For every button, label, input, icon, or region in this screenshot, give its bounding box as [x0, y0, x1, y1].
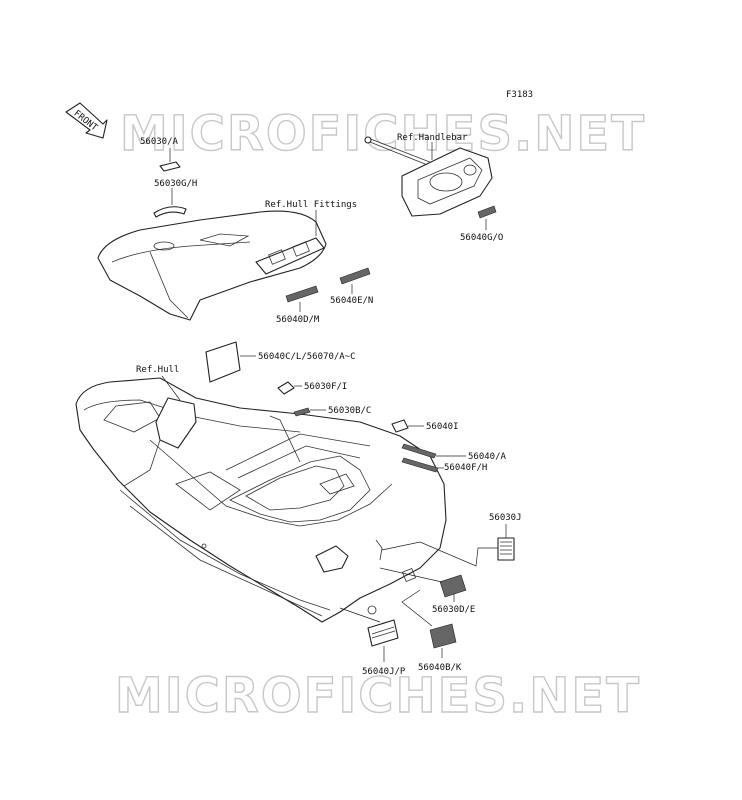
figure-code: F3183 — [506, 90, 533, 100]
hull-body-icon — [75, 377, 447, 623]
part-label-56030b-c: 56030B/C — [328, 406, 371, 416]
part-label-56030j: 56030J — [489, 513, 522, 523]
part-label-56040j-p: 56040J/P — [362, 667, 406, 677]
emblem-56030g-h-icon — [153, 206, 187, 218]
part-label-56030f-i: 56030F/I — [304, 382, 347, 392]
part-label-56040e-n: 56040E/N — [330, 296, 373, 306]
part-label-56040g-o: 56040G/O — [460, 233, 503, 243]
ref-hull-fittings-label: Ref.Hull Fittings — [265, 200, 357, 210]
part-label-56040d-m: 56040D/M — [276, 315, 320, 325]
part-label-56040-a: 56040/A — [468, 452, 507, 462]
part-label-56030-a: 56030/A — [140, 137, 179, 147]
decal-56040-a-icon — [401, 443, 437, 459]
handlebar-cover-icon — [364, 136, 497, 219]
decal-56030b-c-icon — [293, 407, 311, 417]
watermark-top: MICROFICHES.NET — [120, 106, 646, 162]
part-label-56030d-e: 56030D/E — [432, 605, 475, 615]
part-label-56040b-k: 56040B/K — [418, 663, 462, 673]
decal-56040f-h-icon — [401, 457, 439, 473]
seat-assembly-icon — [97, 210, 371, 321]
front-arrow-icon: FRONT — [65, 102, 108, 139]
part-label-56030g-h: 56030G/H — [154, 179, 197, 189]
decal-sheet-56040c-icon — [205, 341, 241, 383]
part-label-56040f-h: 56040F/H — [444, 463, 487, 473]
watermark-bottom: MICROFICHES.NET — [115, 668, 641, 724]
decal-56030j-icon — [497, 537, 515, 561]
decal-56040i-icon — [391, 419, 409, 433]
emblem-56030-a-icon — [159, 161, 181, 172]
decal-56040j-p-icon — [367, 619, 399, 647]
decal-56040b-k-icon — [429, 623, 457, 649]
part-label-56040i: 56040I — [426, 422, 459, 432]
ref-handlebar-label: Ref.Handlebar — [397, 133, 468, 143]
decal-56030d-e-icon — [439, 574, 467, 598]
decal-56030f-i-icon — [277, 381, 295, 395]
part-label-56040c-l-56070: 56040C/L/56070/A~C — [258, 352, 356, 362]
ref-hull-label: Ref.Hull — [136, 365, 179, 375]
